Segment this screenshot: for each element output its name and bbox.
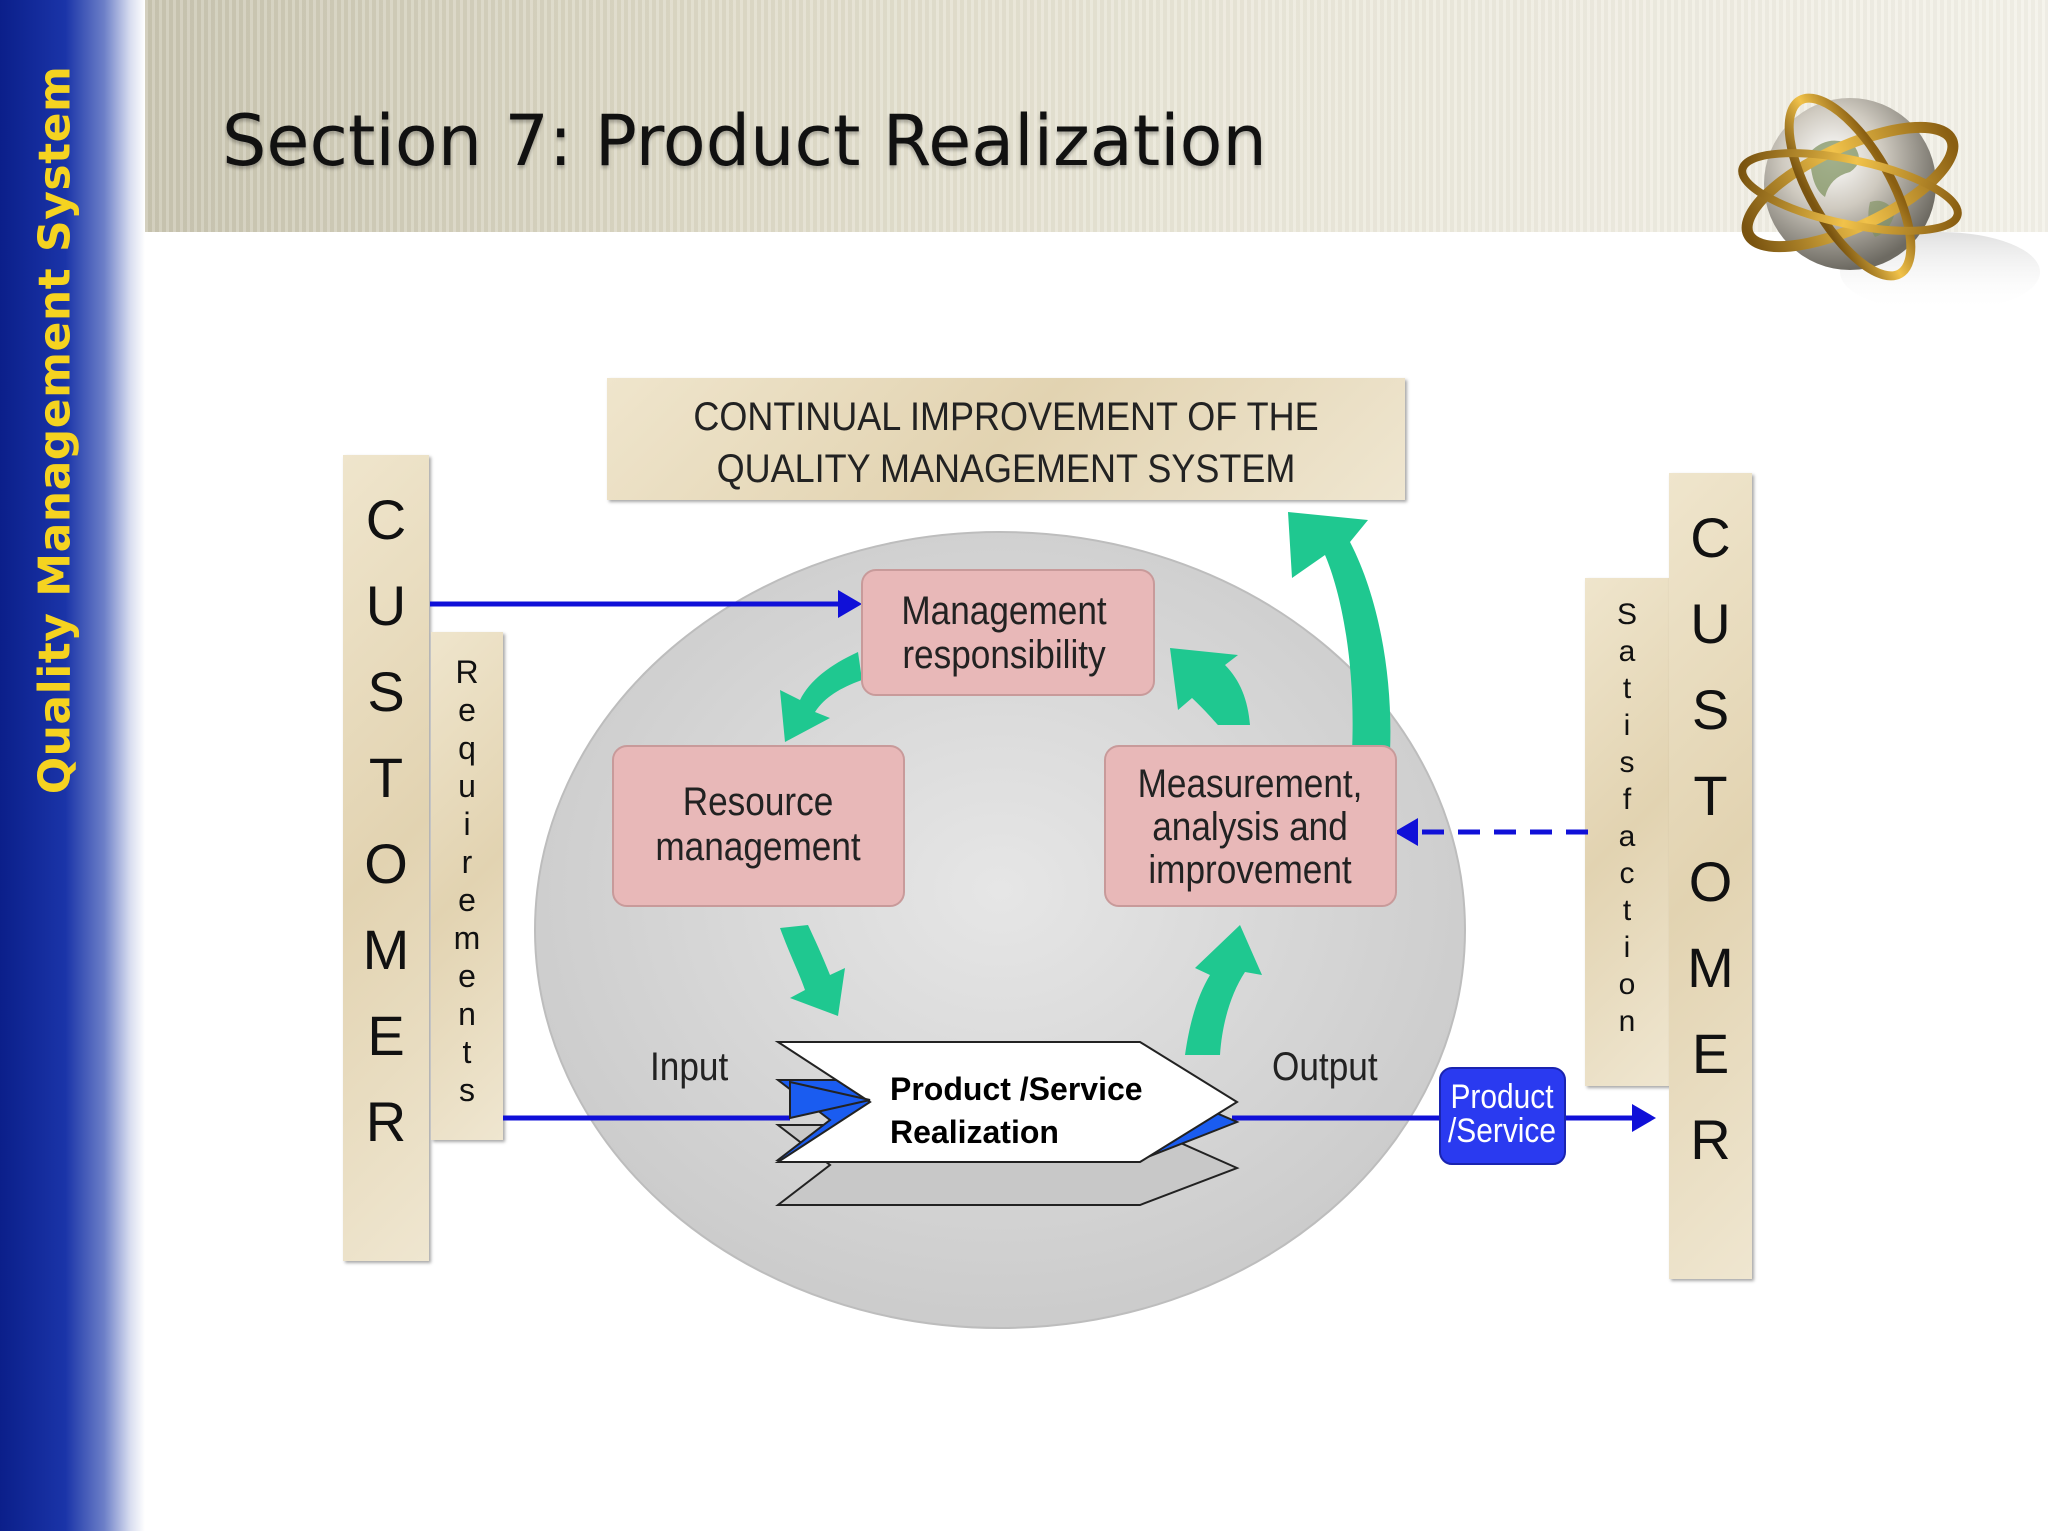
green-arrow-mgmt-to-resource (780, 652, 862, 742)
continual-improvement-box (607, 378, 1405, 500)
header-band (145, 0, 2048, 232)
requirements-arrowhead (838, 590, 862, 618)
management-box (861, 569, 1155, 696)
requirements-letters-letter: n (458, 996, 476, 1032)
customer-right-letters-letter: S (1691, 678, 1730, 741)
satisfaction-letters-letter: f (1622, 783, 1632, 816)
requirements-letters-letter: r (461, 844, 473, 880)
realization-label-line1: Product /Service (890, 1071, 1143, 1107)
resource-box (612, 745, 905, 907)
customer-right-letters-letter: E (1691, 1022, 1730, 1085)
satisfaction-letters-letter: a (1618, 635, 1636, 668)
management-label-line1: Management (901, 588, 1107, 633)
measurement-label-line3: improvement (1148, 847, 1352, 892)
measurement-box (1104, 745, 1397, 907)
requirements-column (431, 632, 503, 1140)
customer-right-letters-letter: T (1693, 764, 1728, 827)
requirements-letters-letter: s (459, 1072, 475, 1108)
satisfaction-letters-letter: t (1622, 894, 1632, 927)
input-label: Input (650, 1044, 729, 1089)
measurement-label-line2: analysis and (1152, 804, 1348, 849)
globe-logo-icon (1738, 93, 2040, 312)
top-box-line1: CONTINUAL IMPROVEMENT OF THE (693, 395, 1318, 439)
top-box-line2: QUALITY MANAGEMENT SYSTEM (717, 447, 1296, 491)
realization-notch-blue (789, 1080, 871, 1120)
realization-label-line2: Realization (890, 1114, 1059, 1150)
satisfaction-arrowhead (1394, 818, 1418, 846)
customer-left-letters-letter: E (367, 1004, 405, 1067)
requirements-letters-letter: e (458, 692, 476, 728)
sidebar-band (0, 0, 145, 1531)
satisfaction-letters-letter: t (1622, 672, 1632, 705)
customer-left-letters-letter: R (365, 1090, 407, 1153)
requirements-letters-letter: e (458, 882, 476, 918)
customer-right-letters-letter: O (1688, 850, 1733, 913)
requirements-letters-letter: i (463, 806, 471, 842)
requirements-letters-letter: t (462, 1034, 472, 1070)
measurement-label-line1: Measurement, (1138, 761, 1363, 806)
satisfaction-letters-letter: o (1618, 968, 1636, 1001)
customer-left-column (343, 455, 429, 1261)
output-label: Output (1272, 1044, 1378, 1089)
product-badge-line1: Product (1450, 1077, 1553, 1115)
satisfaction-letters-letter: i (1623, 931, 1631, 964)
product-service-badge (1439, 1067, 1566, 1165)
satisfaction-letters-letter: c (1619, 857, 1635, 890)
management-label-line2: responsibility (902, 632, 1106, 677)
requirements-letters-letter: u (458, 768, 476, 804)
product-badge-line2: /Service (1448, 1111, 1556, 1149)
customer-left-letters-letter: U (365, 574, 407, 637)
green-arrow-realization-to-measurement (1185, 925, 1262, 1055)
customer-right-column (1669, 473, 1752, 1279)
green-arrow-resource-to-realization (780, 925, 845, 1016)
satisfaction-letters-letter: s (1619, 746, 1635, 779)
output-arrowhead (1632, 1104, 1656, 1132)
customer-left-letters-letter: M (362, 918, 410, 981)
customer-right-letters-letter: C (1690, 506, 1731, 569)
customer-left-letters-letter: S (367, 660, 405, 723)
customer-left-letters-letter: T (368, 746, 404, 809)
realization-layer-white (774, 1041, 1239, 1163)
satisfaction-letters-letter: n (1618, 1005, 1636, 1038)
customer-left-letters-letter: C (365, 488, 407, 551)
customer-right-letters-letter: U (1690, 592, 1731, 655)
satisfaction-column (1585, 578, 1669, 1086)
satisfaction-letters-letter: i (1623, 709, 1631, 742)
customer-right-letters-letter: R (1690, 1108, 1731, 1171)
satisfaction-letters-letter: a (1618, 820, 1636, 853)
green-arrow-measurement-to-mgmt (1170, 648, 1250, 725)
big-improvement-arrow-shape (1288, 512, 1391, 752)
satisfaction-letters-letter: S (1616, 598, 1637, 631)
resource-label-line2: management (655, 824, 861, 869)
customer-left-letters-letter: O (364, 832, 408, 895)
requirements-letters-letter: q (458, 730, 476, 766)
requirements-letters-letter: m (453, 920, 481, 956)
customer-right-letters-letter: M (1687, 936, 1734, 999)
process-oval (534, 531, 1466, 1329)
resource-label-line1: Resource (683, 779, 834, 824)
requirements-letters-letter: e (458, 958, 476, 994)
requirements-letters-letter: R (455, 654, 479, 690)
page-title: Section 7: Product Realization (222, 100, 1267, 182)
